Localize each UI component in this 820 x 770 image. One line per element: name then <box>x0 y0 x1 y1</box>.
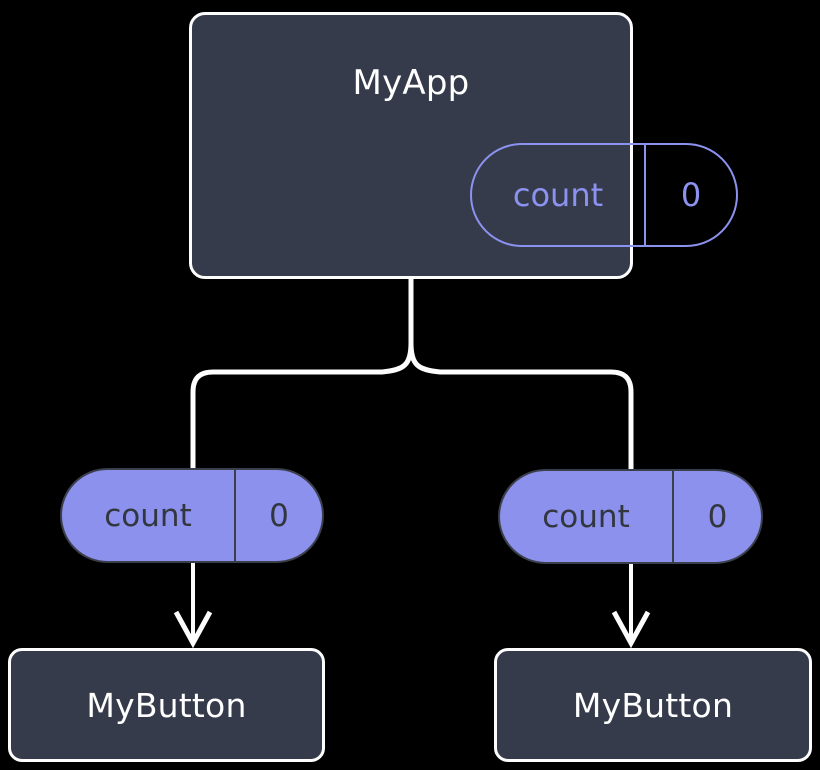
node-mybutton-left-title: MyButton <box>86 685 247 725</box>
state-pill-myapp-key: count <box>472 145 646 245</box>
prop-pill-left-value: 0 <box>269 497 289 534</box>
wire-arrow-right-head <box>611 610 651 649</box>
state-pill-myapp[interactable]: count 0 <box>470 143 738 247</box>
state-pill-myapp-value: 0 <box>680 176 702 214</box>
wire-arrow-left-head <box>173 610 213 649</box>
node-mybutton-right[interactable]: MyButton <box>494 648 812 762</box>
node-mybutton-right-title: MyButton <box>572 685 734 725</box>
prop-pill-left-key: count <box>62 470 236 561</box>
prop-pill-left[interactable]: count 0 <box>60 468 324 563</box>
wire-branch-left <box>190 340 414 471</box>
prop-pill-right-key: count <box>500 471 674 562</box>
prop-pill-right-value: 0 <box>707 498 728 535</box>
node-myapp-title: MyApp <box>352 63 470 103</box>
prop-pill-right[interactable]: count 0 <box>498 469 763 564</box>
node-myapp[interactable]: MyApp count 0 <box>189 12 738 279</box>
node-mybutton-left[interactable]: MyButton <box>8 648 325 762</box>
wire-branch-right <box>408 340 634 472</box>
